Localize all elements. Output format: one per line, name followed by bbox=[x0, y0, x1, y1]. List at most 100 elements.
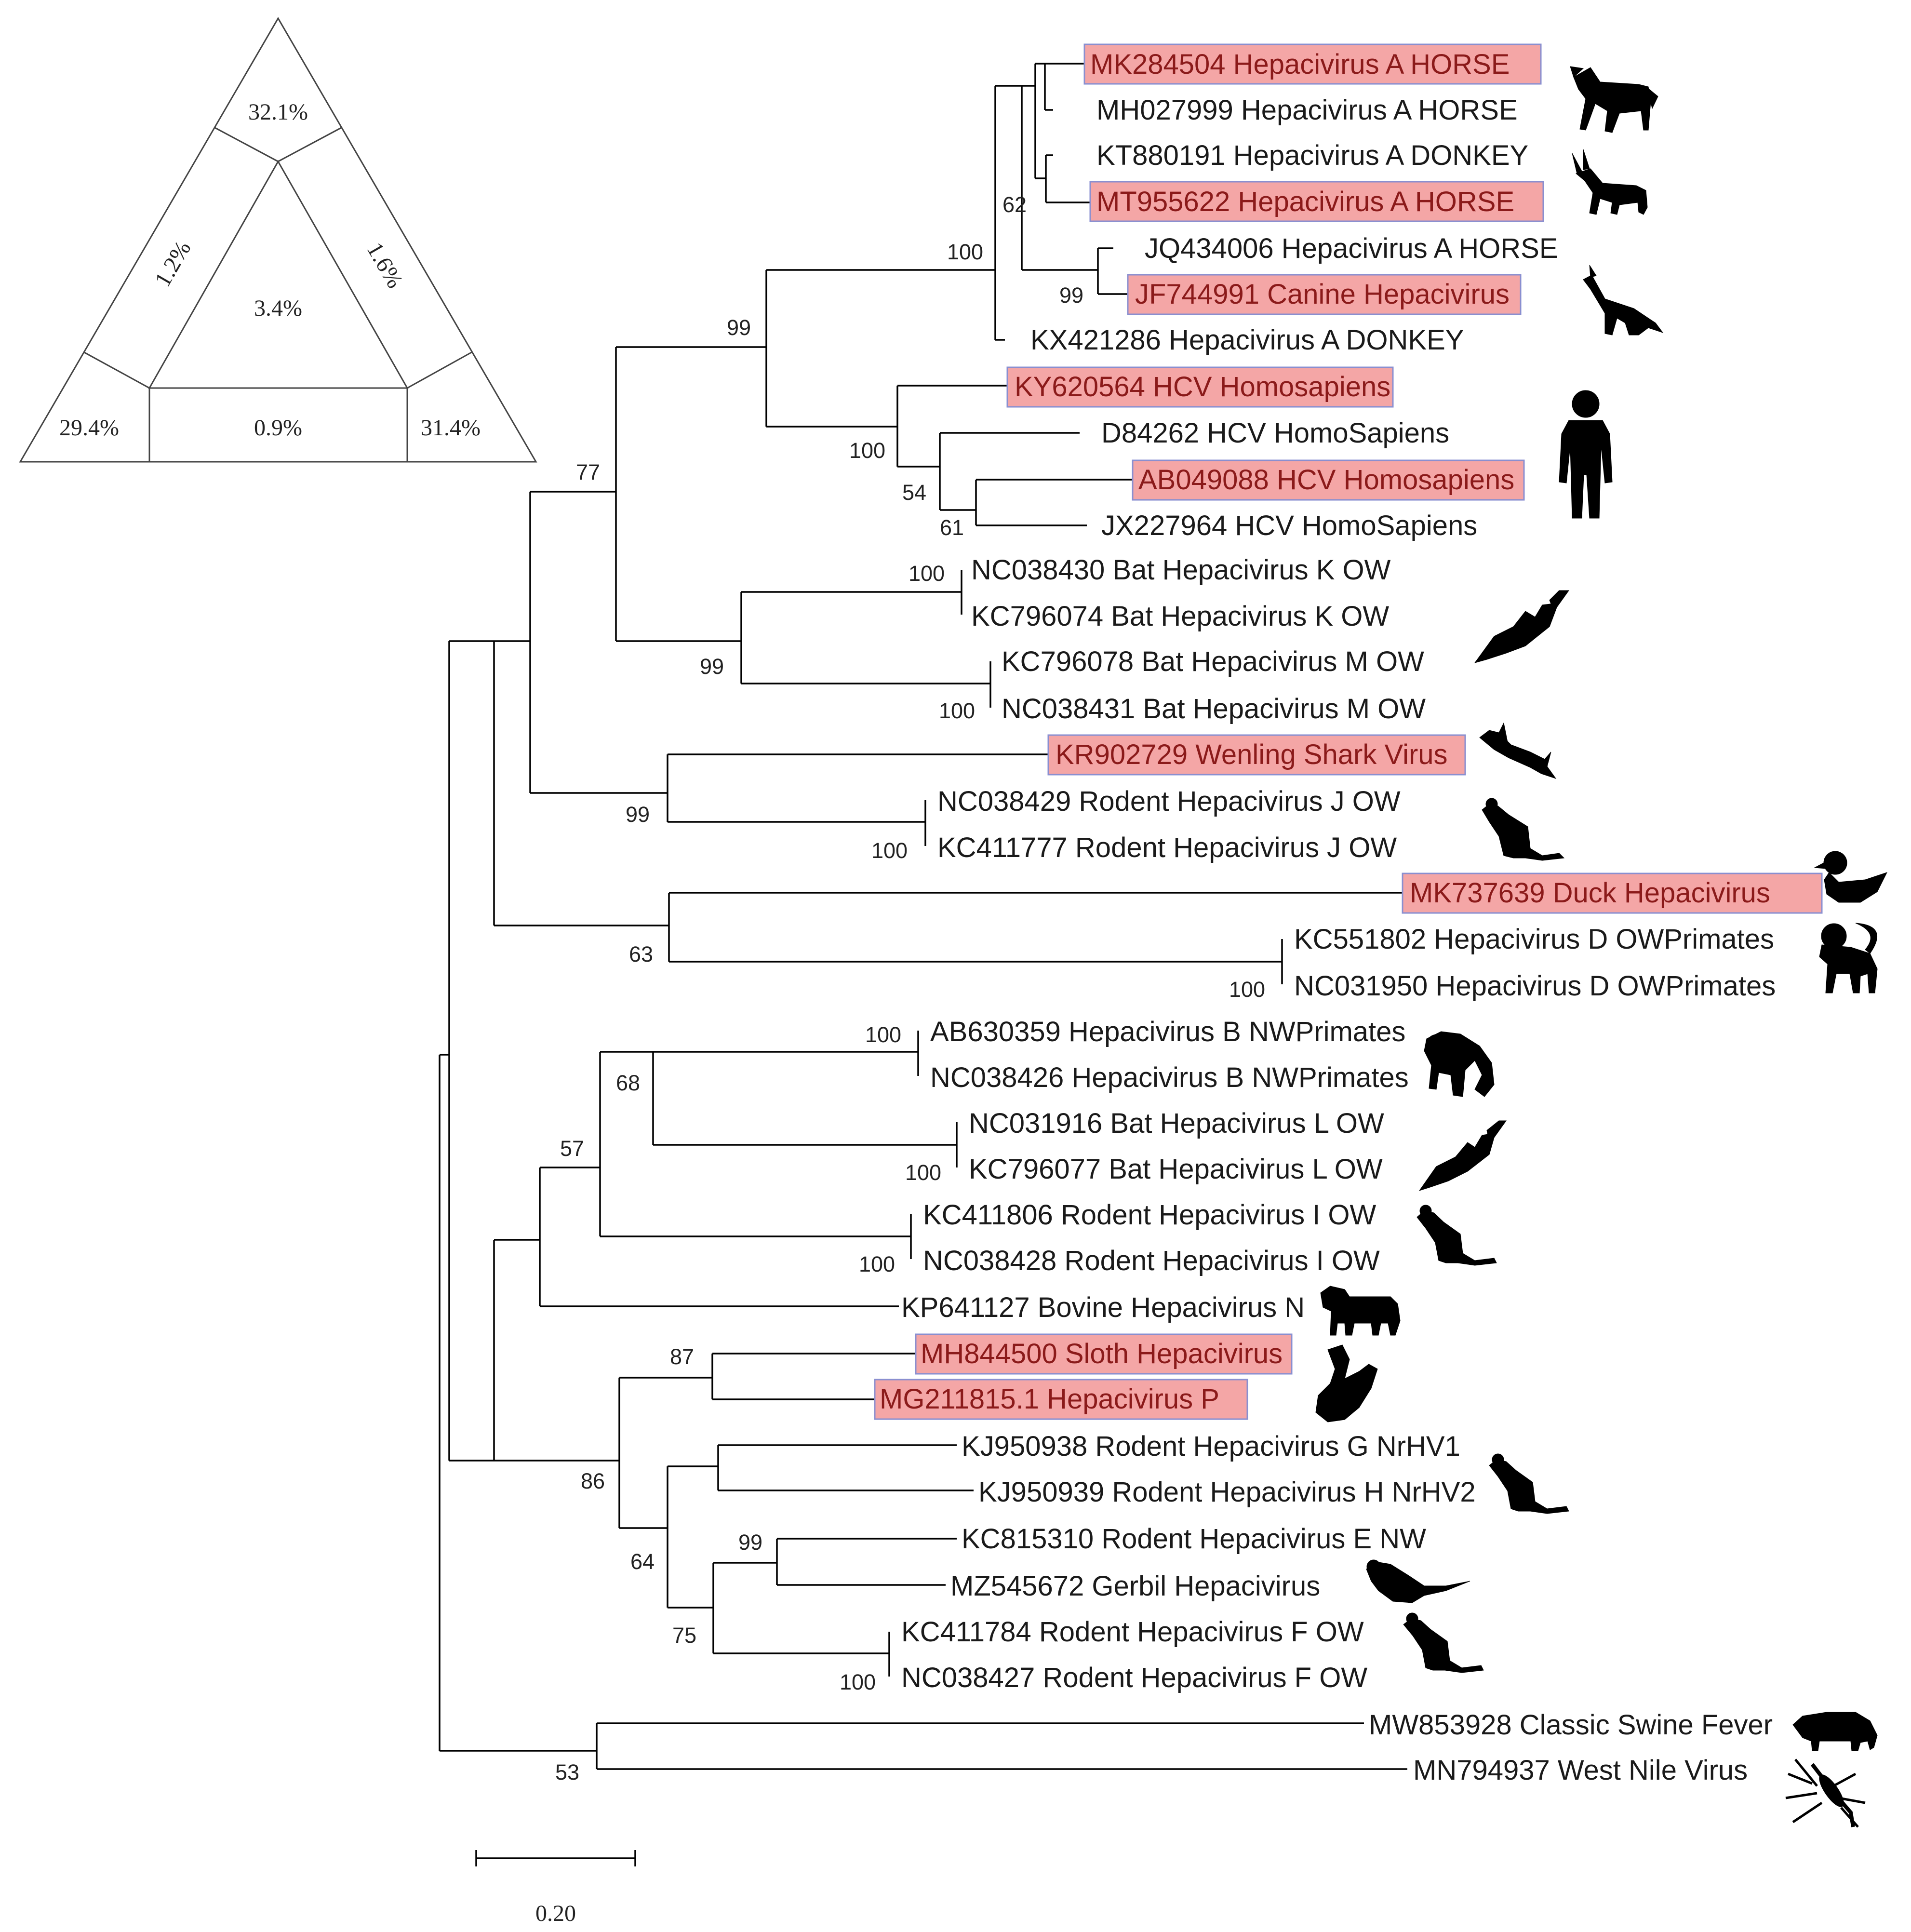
scale-bar-line bbox=[475, 1850, 636, 1866]
gerbil-icon bbox=[1366, 1559, 1470, 1603]
venn-inner-triangle bbox=[148, 160, 409, 389]
pig-icon bbox=[1792, 1712, 1878, 1751]
bootstrap-value: 99 bbox=[1059, 283, 1083, 308]
highlight-box-t19 bbox=[1402, 872, 1823, 914]
taxon-label: MH844500 Sloth Hepacivirus bbox=[921, 1338, 1283, 1369]
taxon-label: MT955622 Hepacivirus A HORSE bbox=[1096, 186, 1514, 217]
venn-left-divider bbox=[83, 351, 150, 462]
host-icons bbox=[1315, 66, 1887, 1828]
taxon-label: NC038429 Rodent Hepacivirus J OW bbox=[937, 786, 1401, 817]
taxon-label: KJ950939 Rodent Hepacivirus H NrHV2 bbox=[978, 1476, 1476, 1508]
horse-icon bbox=[1570, 66, 1658, 133]
venn-top-value: 32.1% bbox=[248, 99, 308, 125]
branch-horse-clade bbox=[1034, 63, 1046, 179]
branch-nrhv bbox=[717, 1444, 974, 1491]
branch-99-bat bbox=[740, 591, 990, 684]
branch-63 bbox=[668, 892, 1403, 963]
bootstrap-values: 62 100 99 99 77 100 54 61 100 99 100 99 … bbox=[555, 192, 1265, 1784]
taxon-label: NC031916 Bat Hepacivirus L OW bbox=[969, 1108, 1384, 1139]
venn-center-value: 3.4% bbox=[254, 295, 302, 321]
taxon-label: KC411777 Rodent Hepacivirus J OW bbox=[937, 832, 1397, 863]
taxon-label: NC038428 Rodent Hepacivirus I OW bbox=[923, 1245, 1380, 1276]
primate-icon bbox=[1424, 1031, 1495, 1097]
highlight-box-t4 bbox=[1089, 181, 1544, 222]
taxon-label: NC038426 Hepacivirus B NWPrimates bbox=[930, 1062, 1409, 1093]
human-icon bbox=[1559, 390, 1613, 519]
branch-62 bbox=[1021, 85, 1098, 271]
bootstrap-value: 99 bbox=[626, 802, 650, 827]
taxon-label: KC411784 Rodent Hepacivirus F OW bbox=[901, 1616, 1364, 1648]
branch-75 bbox=[712, 1562, 889, 1654]
mosquito-icon bbox=[1785, 1758, 1866, 1828]
branch-100-hcv bbox=[896, 385, 1007, 468]
taxon-label: AB630359 Hepacivirus B NWPrimates bbox=[930, 1016, 1405, 1047]
branch-a bbox=[493, 640, 669, 926]
taxon-label: KC411806 Rodent Hepacivirus I OW bbox=[923, 1199, 1376, 1231]
venn-right-edge-value: 1.6% bbox=[361, 238, 408, 293]
taxon-label: MK284504 Hepacivirus A HORSE bbox=[1090, 49, 1510, 80]
bootstrap-value: 53 bbox=[555, 1760, 579, 1784]
branch-57b bbox=[540, 1051, 911, 1237]
highlight-boxes bbox=[874, 43, 1823, 1420]
taxon-label: KC796074 Bat Hepacivirus K OW bbox=[971, 601, 1389, 632]
venn-triangle: 32.1% 1.2% 1.6% 3.4% 29.4% 0.9% 31.4% bbox=[19, 17, 537, 463]
branch-64 bbox=[667, 1465, 718, 1609]
bat-icon bbox=[1418, 1120, 1507, 1191]
sloth-icon bbox=[1315, 1344, 1378, 1422]
venn-bottom-center-value: 0.9% bbox=[254, 415, 302, 441]
taxon-label: KR902729 Wenling Shark Virus bbox=[1056, 739, 1448, 770]
bootstrap-value: 99 bbox=[727, 315, 751, 340]
rat-icon bbox=[1403, 1612, 1484, 1673]
taxon-label: KC551802 Hepacivirus D OWPrimates bbox=[1294, 924, 1774, 955]
duck-icon bbox=[1814, 851, 1887, 903]
taxon-label: KC796078 Bat Hepacivirus M OW bbox=[1002, 646, 1424, 677]
fox-icon bbox=[1583, 265, 1664, 335]
bootstrap-value: 100 bbox=[909, 561, 945, 586]
taxon-label: NC038431 Bat Hepacivirus M OW bbox=[1002, 693, 1426, 724]
bootstrap-value: 54 bbox=[902, 480, 926, 505]
bootstrap-value: 57 bbox=[560, 1136, 584, 1161]
donkey-icon bbox=[1572, 149, 1648, 215]
bootstrap-value: 87 bbox=[670, 1344, 694, 1369]
taxon-label: MG211815.1 Hepacivirus P bbox=[880, 1383, 1219, 1415]
taxon-label: KC815310 Rodent Hepacivirus E NW bbox=[962, 1523, 1426, 1555]
branch-100-horse bbox=[994, 85, 1022, 341]
taxon-label: KP641127 Bovine Hepacivirus N bbox=[901, 1292, 1305, 1323]
bootstrap-value: 62 bbox=[1002, 192, 1027, 217]
taxon-label: NC031950 Hepacivirus D OWPrimates bbox=[1294, 970, 1776, 1002]
branch-ingroup bbox=[448, 640, 494, 1462]
venn-bottom-right-value: 31.4% bbox=[421, 415, 481, 441]
highlight-box-t30 bbox=[874, 1379, 1248, 1420]
branch-61 bbox=[975, 479, 1133, 526]
branch-53 bbox=[596, 1722, 1407, 1770]
bootstrap-value: 100 bbox=[859, 1252, 895, 1276]
taxon-label: MW853928 Classic Swine Fever bbox=[1369, 1709, 1773, 1741]
bootstrap-value: 61 bbox=[940, 515, 964, 540]
scale-bar-label: 0.20 bbox=[535, 1901, 576, 1926]
highlight-box-t10 bbox=[1132, 459, 1525, 501]
taxon-label: JF744991 Canine Hepacivirus bbox=[1135, 279, 1510, 310]
venn-right-divider bbox=[406, 351, 473, 462]
cow-icon bbox=[1320, 1286, 1401, 1336]
bat-icon bbox=[1474, 590, 1569, 663]
venn-top-divider bbox=[214, 127, 342, 162]
bootstrap-value: 100 bbox=[905, 1160, 941, 1185]
highlight-box-t29 bbox=[915, 1333, 1293, 1375]
tree-branches bbox=[439, 63, 1407, 1770]
highlight-box-t8 bbox=[1006, 366, 1394, 408]
branch-77 bbox=[529, 491, 668, 794]
bootstrap-value: 99 bbox=[700, 654, 724, 679]
branch-87 bbox=[711, 1353, 916, 1400]
taxon-label: AB049088 HCV Homosapiens bbox=[1138, 464, 1514, 496]
bootstrap-value: 75 bbox=[672, 1623, 696, 1648]
venn-left-edge-value: 1.2% bbox=[150, 237, 196, 291]
taxon-label: D84262 HCV HomoSapiens bbox=[1101, 417, 1449, 449]
bootstrap-value: 100 bbox=[1229, 977, 1265, 1002]
taxon-label: JX227964 HCV HomoSapiens bbox=[1101, 510, 1477, 541]
taxon-label: KC796077 Bat Hepacivirus L OW bbox=[969, 1154, 1383, 1185]
branch-86 bbox=[494, 1377, 712, 1529]
branch-57 bbox=[539, 1167, 899, 1307]
branch-99a bbox=[615, 346, 766, 642]
taxon-label: KJ950938 Rodent Hepacivirus G NrHV1 bbox=[962, 1431, 1460, 1462]
